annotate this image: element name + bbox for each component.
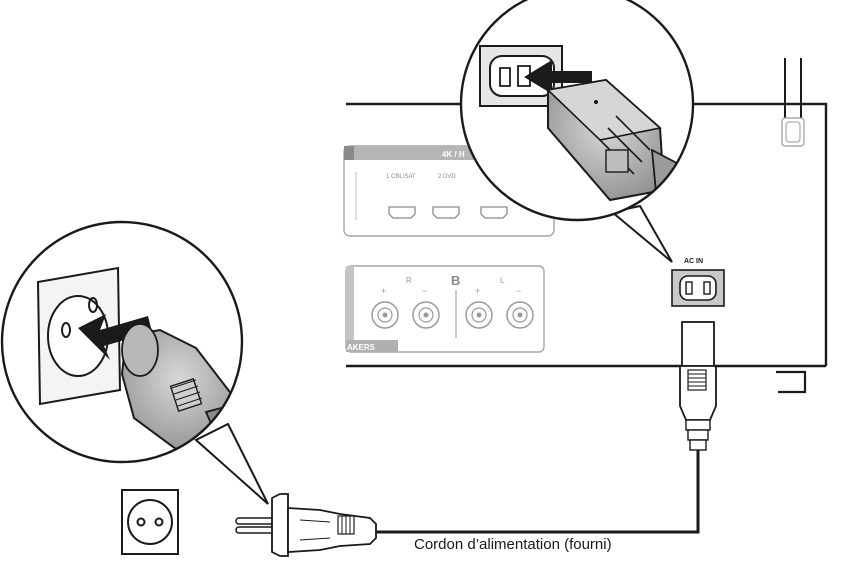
speaker-terminal-icon xyxy=(465,301,493,329)
wall-outlet-icon xyxy=(121,489,179,555)
callout-tail-left xyxy=(194,422,269,505)
hdmi-input-label: 1 CBL/SAT xyxy=(386,174,416,180)
polarity-plus-label: + xyxy=(381,286,386,296)
hdmi-port-icon xyxy=(388,206,416,219)
speaker-terminal-icon xyxy=(371,301,399,329)
zoom-callout-outlet xyxy=(0,220,244,464)
channel-right-label: R xyxy=(406,276,412,285)
insert-arrow-icon xyxy=(524,60,592,94)
callout-tail-top xyxy=(609,204,673,263)
speaker-zone-label: B xyxy=(451,273,460,288)
power-cord-caption: Cordon d’alimentation (fourni) xyxy=(414,536,612,553)
speaker-terminal-icon xyxy=(506,301,534,329)
power-cord xyxy=(376,450,700,534)
polarity-minus-label: − xyxy=(516,286,521,296)
hdmi-header-label: 4K / H xyxy=(442,150,465,159)
speaker-section: AKERS B R L + − + − xyxy=(345,265,545,353)
iec-c7-plug-icon xyxy=(679,321,717,451)
speakers-label: AKERS xyxy=(347,343,376,352)
hdmi-input-label: 2 DVD xyxy=(438,174,456,180)
ac-in-label: AC IN xyxy=(684,258,703,265)
hdmi-port-icon xyxy=(480,206,508,219)
antenna-icon xyxy=(781,58,805,147)
zoom-callout-inlet xyxy=(459,0,695,222)
speaker-terminal-icon xyxy=(412,301,440,329)
channel-left-label: L xyxy=(500,276,505,285)
ac-inlet: AC IN xyxy=(671,258,725,307)
euro-plug-icon xyxy=(235,493,377,557)
hdmi-port-icon xyxy=(432,206,460,219)
polarity-minus-label: − xyxy=(422,286,427,296)
polarity-plus-label: + xyxy=(475,286,480,296)
